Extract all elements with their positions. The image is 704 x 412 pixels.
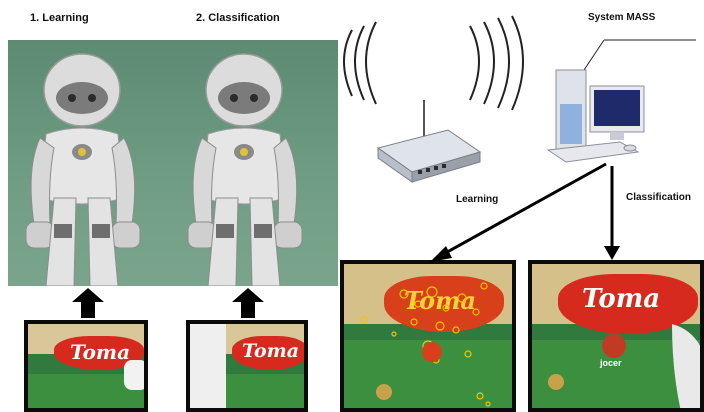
brand-text: Toma	[70, 340, 131, 364]
signal-waves-icon-right	[469, 15, 524, 111]
signal-waves-icon-left	[343, 21, 377, 105]
camera-image-learning-small: Toma	[24, 320, 148, 412]
robot-icon-right	[187, 53, 303, 286]
learning-step-label: 1. Learning	[30, 12, 89, 24]
feature-points	[360, 282, 491, 407]
detected-logo	[548, 324, 700, 408]
robot-photo	[8, 40, 338, 286]
router-icon	[376, 100, 482, 183]
up-arrow-icon-classification	[232, 288, 264, 318]
camera-image-classification-result: Toma jocer	[528, 260, 704, 412]
classification-link-label: Classification	[626, 192, 692, 203]
computer-icon	[546, 69, 645, 163]
classification-step-label: 2. Classification	[196, 12, 280, 24]
robot-illustration	[25, 53, 303, 286]
brand-text: Toma	[242, 340, 300, 362]
up-arrow-icon-learning	[72, 288, 104, 318]
system-label: System MASS	[588, 12, 656, 23]
learning-link-label: Learning	[456, 194, 499, 205]
robot-icon-left	[25, 53, 141, 286]
camera-image-learning-features: Toma	[340, 260, 516, 412]
brand-text: Toma	[582, 284, 661, 314]
brand-text: Toma	[404, 286, 477, 315]
camera-image-classification-small: Toma	[186, 320, 308, 412]
logo-small-text: jocer	[600, 358, 622, 368]
flow-arrows	[430, 162, 620, 262]
